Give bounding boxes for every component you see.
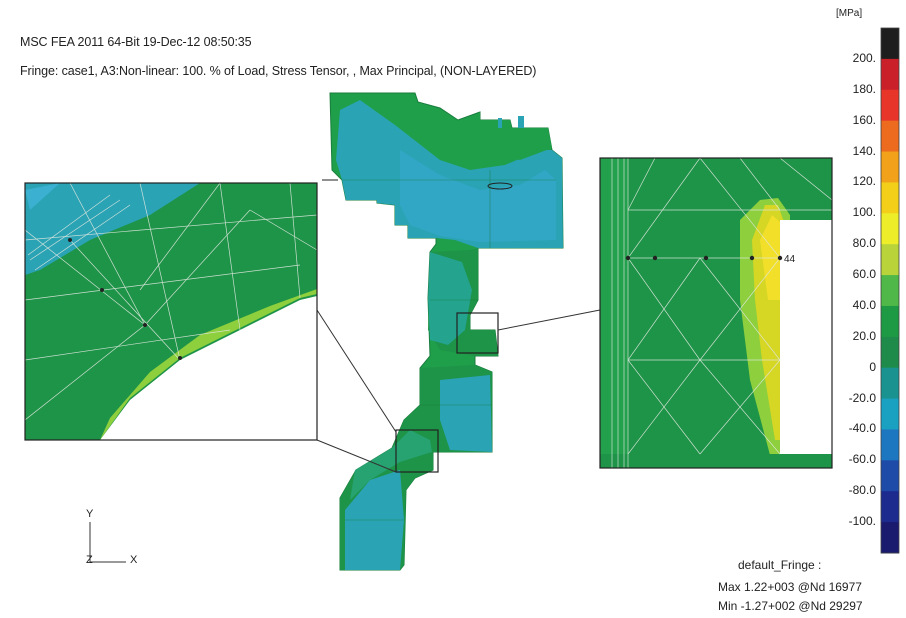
zoom-box-middle[interactable] [456,312,499,354]
legend-label: -60.0 [848,452,876,467]
axis-triad [89,522,126,563]
fringe-color-legend [880,27,900,554]
legend-swatch [881,120,899,153]
fringe-name: default_Fringe : [738,558,822,572]
min-value: Min -1.27+002 @Nd 29297 [718,599,863,613]
legend-swatch [881,151,899,183]
legend-units: [MPa] [836,8,863,19]
callout-line-left-2 [316,439,397,473]
legend-swatch [881,58,899,91]
node-label: 44 [784,254,796,265]
legend-swatch [881,89,899,122]
legend-swatch [881,275,899,307]
legend-swatch [881,367,899,400]
legend-swatch [881,244,899,276]
fea-mesh-model [322,92,564,571]
legend-label: 140. [852,143,876,158]
legend-swatch [881,491,899,523]
legend-label: 20.0 [852,328,876,343]
legend-label: 200. [852,50,876,65]
detail-inset-left [25,183,317,440]
legend-label: 60.0 [852,267,876,282]
legend-label: 120. [852,174,876,189]
legend-swatch [881,182,899,214]
legend-swatch [881,213,899,245]
legend-swatch [881,398,899,430]
legend-swatch [881,522,899,554]
legend-label: 0 [869,359,876,374]
legend-label: 40.0 [852,297,876,312]
axis-label-x: X [130,554,138,566]
legend-swatch [881,460,899,492]
callout-line-right [497,309,601,331]
zoom-box-lower[interactable] [395,429,439,473]
legend-label: -80.0 [848,483,876,498]
legend-label: 180. [852,81,876,96]
legend-label: 160. [852,112,876,127]
axis-label-z: Z [86,554,93,566]
legend-swatch [881,429,899,461]
legend-swatch [881,28,899,60]
fringe-description: Fringe: case1, A3:Non-linear: 100. % of … [20,64,537,78]
detail-inset-right: 44 [600,158,832,468]
legend-label: 80.0 [852,236,876,251]
legend-label: -40.0 [848,421,876,436]
callout-line-left [316,309,397,433]
legend-swatch [881,336,899,369]
legend-label: -20.0 [848,390,876,405]
legend-swatch [881,305,899,338]
window-title: MSC FEA 2011 64-Bit 19-Dec-12 08:50:35 [20,35,252,49]
axis-label-y: Y [86,508,94,520]
legend-label: 100. [852,205,876,220]
max-value: Max 1.22+003 @Nd 16977 [718,580,862,594]
legend-label: -100. [848,514,876,529]
